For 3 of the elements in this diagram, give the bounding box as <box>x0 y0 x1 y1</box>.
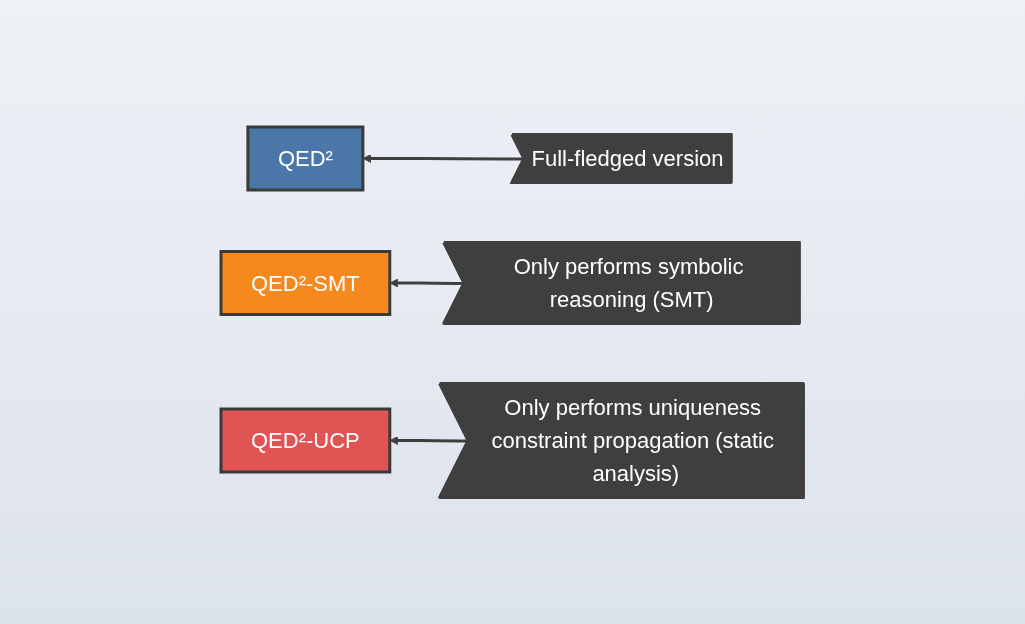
node-box: QED² <box>246 125 365 192</box>
node-box: QED²-UCP <box>219 407 392 474</box>
node-box: QED²-SMT <box>219 249 392 316</box>
